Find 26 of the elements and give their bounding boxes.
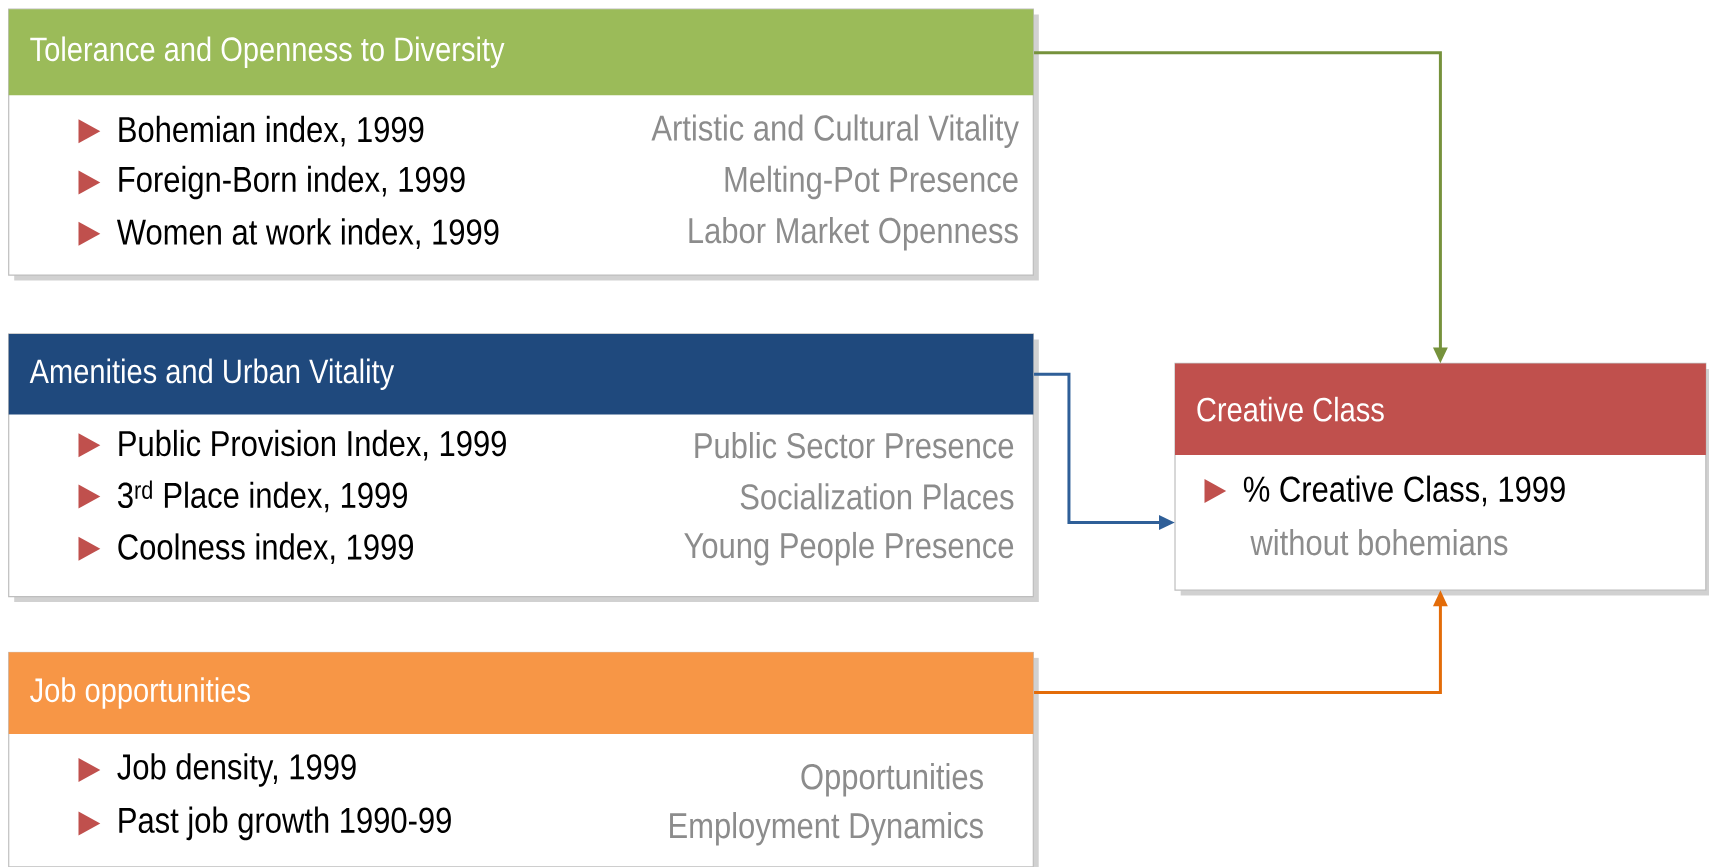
header-bar: Job opportunities (8, 652, 1034, 734)
bullet-item: Bohemian index, 1999 (78, 115, 424, 147)
panel-box (8, 651, 1039, 867)
bullet-item: Coolness index, 1999 (78, 533, 413, 565)
bullet-item: Public Provision Index, 1999 (78, 429, 506, 461)
panel-box (1174, 362, 1709, 596)
bullet-item: Women at work index, 1999 (78, 218, 499, 250)
panel-box (8, 333, 1039, 603)
header-bar: Amenities and Urban Vitality (8, 334, 1034, 415)
category-label: Labor Market Openness (689, 216, 1018, 251)
category-label: Melting-Pot Presence (725, 165, 1018, 200)
category-label: Socialization Places (740, 483, 1014, 510)
category-label: Public Sector Presence (695, 431, 1014, 459)
header-bar: Creative Class (1175, 363, 1706, 455)
bullet-item: Past job growth 1990-99 (78, 806, 451, 841)
header-bar: Tolerance and Openness to Diversity (8, 9, 1034, 96)
bullet-item: % Creative Class, 1999 (1204, 475, 1565, 507)
bullet-item: 3$^{rd}$ Place index, 1999 (78, 480, 407, 513)
bullet-item: Job density, 1999 (78, 753, 356, 787)
panel-box (8, 8, 1039, 281)
category-label: Artistic and Cultural Vitality (651, 114, 1019, 148)
note-text: without bohemians (1250, 528, 1508, 556)
bullet-item: Foreign-Born index, 1999 (78, 165, 465, 200)
category-label: Employment Dynamics (670, 812, 983, 846)
category-label: Opportunities (801, 763, 983, 797)
category-label: Young People Presence (684, 531, 1014, 566)
